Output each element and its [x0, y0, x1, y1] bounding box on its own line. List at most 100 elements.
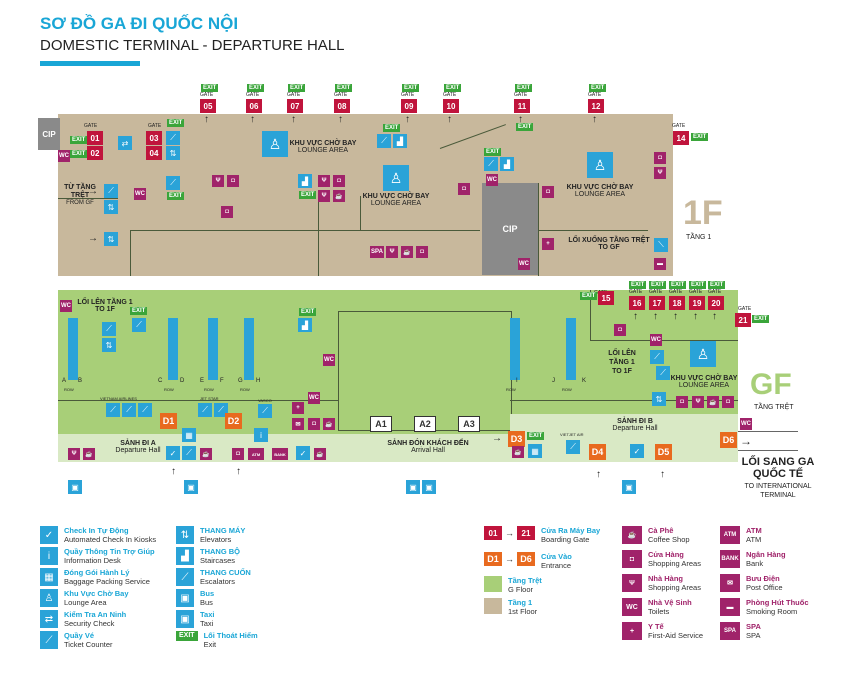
spa-icon: SPA [370, 246, 384, 258]
gate-03[interactable]: 03 [146, 131, 162, 145]
stairs-icon: ▟ [393, 134, 407, 148]
gate-20[interactable]: 20 [708, 296, 724, 310]
airline-vasco: VASCO [258, 398, 272, 403]
entrance-d5[interactable]: D5 [655, 444, 672, 460]
coffee-icon: ☕ [200, 448, 212, 460]
gift-icon: ◘ [676, 396, 688, 408]
gate-09[interactable]: 09 [401, 99, 417, 113]
gate-label: GATE [287, 92, 301, 98]
gate-02[interactable]: 02 [87, 146, 103, 160]
gate-15[interactable]: 15 [598, 291, 614, 305]
exit-sign: EXIT [335, 84, 353, 92]
gate-12[interactable]: 12 [588, 99, 604, 113]
checkin-row[interactable] [68, 318, 78, 380]
exit-sign: EXIT [691, 133, 709, 141]
ticket-icon[interactable]: ⟋ [138, 403, 152, 417]
restaurant-icon: Ψ [318, 175, 330, 187]
checkin-row[interactable] [244, 318, 254, 380]
exit-sign: EXIT [516, 123, 534, 131]
ticket-icon[interactable]: ⟋ [566, 440, 580, 454]
gate-01[interactable]: 01 [87, 131, 103, 145]
exit-sign: EXIT [288, 84, 306, 92]
gate-label: GATE [443, 92, 457, 98]
ticket-icon[interactable]: ⟋ [214, 403, 228, 417]
taxi-icon: ▣ [406, 480, 420, 494]
ticket-icon[interactable]: ⟋ [198, 403, 212, 417]
gate-17[interactable]: 17 [649, 296, 665, 310]
arrow-up-icon: ↑ [693, 311, 698, 322]
exit-sign: EXIT [299, 191, 317, 199]
counter-a1[interactable]: A1 [370, 416, 392, 432]
elevator-icon: ⇅ [166, 146, 180, 160]
gate-19[interactable]: 19 [689, 296, 705, 310]
baggage-icon[interactable]: ▦ [528, 444, 542, 458]
checkin-row[interactable] [168, 318, 178, 380]
entrance-d3[interactable]: D3 [508, 431, 525, 447]
gift-icon: ◘ [614, 324, 626, 336]
ticket-icon[interactable]: ⟋ [106, 403, 120, 417]
gate-07[interactable]: 07 [287, 99, 303, 113]
departure-corridor-b [510, 414, 738, 462]
gate-21[interactable]: 21 [735, 313, 751, 327]
arrow-up-icon: ↑ [653, 311, 658, 322]
entrance-d1[interactable]: D1 [160, 413, 177, 429]
checkin-row[interactable] [566, 318, 576, 380]
smoking-icon: ▬ [654, 258, 666, 270]
row-letter-e: E [200, 378, 205, 384]
escalator-icon: ⟋ [656, 366, 670, 380]
gift-icon: ◘ [416, 246, 428, 258]
entrance-d2[interactable]: D2 [225, 413, 242, 429]
wc-icon: WC [308, 392, 320, 404]
cip-lounge-left[interactable]: CIP [38, 118, 60, 150]
gate-16[interactable]: 16 [629, 296, 645, 310]
counter-a2[interactable]: A2 [414, 416, 436, 432]
restaurant-icon: Ψ [68, 448, 80, 460]
baggage-icon[interactable]: ▦ [182, 428, 196, 442]
mail-icon: ✉ [720, 574, 740, 592]
bus-icon: ▣ [422, 480, 436, 494]
seat-icon: ♙ [383, 165, 409, 191]
gate-18[interactable]: 18 [669, 296, 685, 310]
ticket-icon[interactable]: ⟋ [122, 403, 136, 417]
info-icon[interactable]: i [254, 428, 268, 442]
gate-label: GATE [200, 92, 214, 98]
gift-icon: ◘ [654, 152, 666, 164]
gate-08[interactable]: 08 [334, 99, 350, 113]
ticket-icon[interactable]: ⟋ [258, 404, 272, 418]
exit-sign: EXIT [689, 281, 707, 289]
counter-a3[interactable]: A3 [458, 416, 480, 432]
ticket-icon[interactable]: ⟋ [182, 446, 196, 460]
checkin-row[interactable] [208, 318, 218, 380]
gate-10[interactable]: 10 [443, 99, 459, 113]
mail-icon: ✉ [292, 418, 304, 430]
entrance-d4[interactable]: D4 [589, 444, 606, 460]
entrance-d6[interactable]: D6 [720, 432, 737, 448]
seat-icon: ♙ [262, 131, 288, 157]
gate-06[interactable]: 06 [246, 99, 262, 113]
first-aid-icon: + [542, 238, 554, 250]
info-icon: i [40, 547, 58, 565]
row-label: ROW [164, 387, 174, 392]
elevator-icon: ⇅ [104, 200, 118, 214]
gift-icon: ◘ [458, 183, 470, 195]
checkmark-icon[interactable]: ✓ [296, 446, 310, 460]
checkin-row[interactable] [510, 318, 520, 380]
gate-04[interactable]: 04 [146, 146, 162, 160]
coffee-icon: ☕ [333, 190, 345, 202]
gate-11[interactable]: 11 [514, 99, 530, 113]
gate-05[interactable]: 05 [200, 99, 216, 113]
escalator-icon: ⟋ [484, 157, 498, 171]
wall [130, 230, 480, 231]
checkmark-icon[interactable]: ✓ [630, 444, 644, 458]
checkmark-icon[interactable]: ✓ [166, 446, 180, 460]
gate-14[interactable]: 14 [673, 131, 689, 145]
gate-label: GATE [148, 123, 162, 129]
